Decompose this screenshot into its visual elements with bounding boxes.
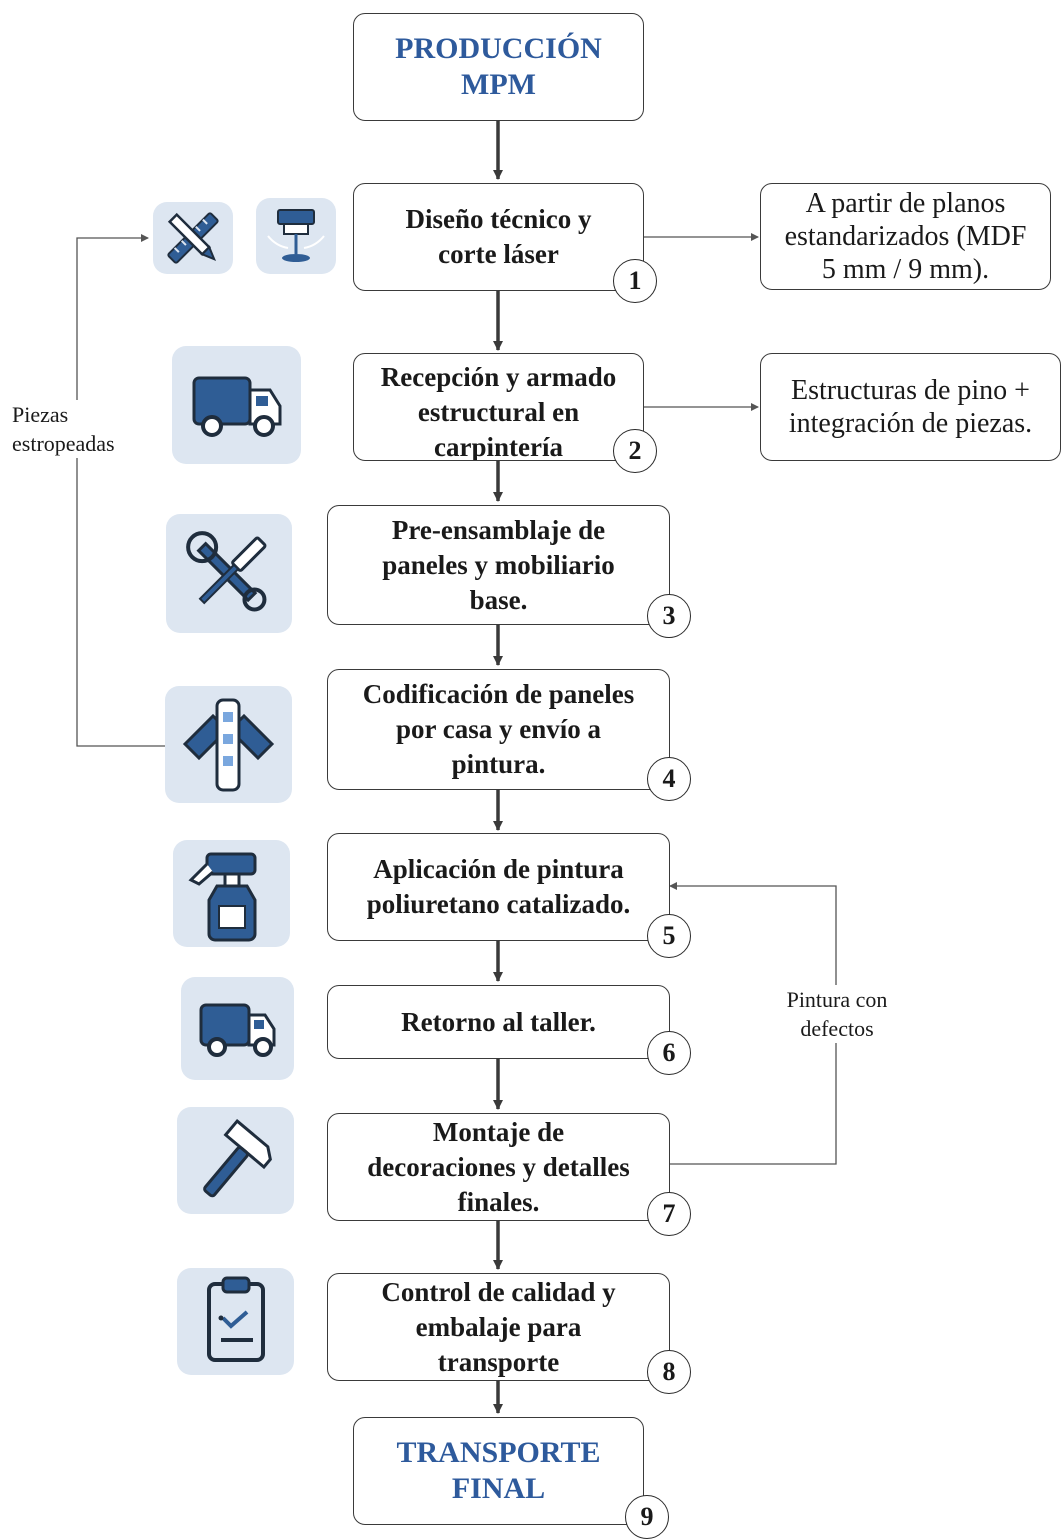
step-7-decoration-assembly: Montaje de decoraciones y detalles finales… (327, 1113, 670, 1221)
wrench-screwdriver-icon (166, 514, 292, 633)
step-6-return-workshop: Retorno al taller. (327, 985, 670, 1059)
start-line-2: MPM (461, 68, 536, 101)
loop-label-damaged-pieces: Piezas estropeadas (8, 400, 119, 458)
note-2-line-2: integración de piezas. (788, 408, 1033, 439)
step-number-badge-8: 8 (647, 1350, 691, 1394)
step-number-badge-1: 1 (613, 259, 657, 303)
loop-label-paint-defects: Pintura con defectos (770, 985, 904, 1043)
spray-bottle-icon (173, 840, 290, 947)
clipboard-check-icon (177, 1268, 294, 1375)
loop-damaged-pieces (76, 234, 165, 747)
note-pine-structures: Estructuras de pino +integración de piez… (760, 353, 1061, 461)
truck-icon (172, 346, 301, 464)
step-2-reception-assembly: Recepción y armado estructural en carpinte… (353, 353, 644, 461)
step-3-line-2: paneles y mobiliario (382, 549, 615, 580)
color-swatch-icon (165, 686, 292, 803)
step-7-line-2: decoraciones y detalles (367, 1151, 630, 1182)
note-arrows (644, 233, 759, 411)
loop-right-line-2: defectos (800, 1016, 874, 1041)
step-6-line-1: Retorno al taller. (401, 1006, 596, 1037)
step-7-line-3: finales. (457, 1186, 540, 1217)
step-4-line-1: Codificación de paneles (362, 679, 635, 709)
step-4-coding-panels: Codificación de paneles por casa y envío … (327, 669, 670, 790)
laser-cutter-icon (256, 198, 336, 274)
step-4-line-3: pintura. (451, 749, 546, 779)
pencil-ruler-icon (153, 202, 233, 274)
step-8-line-1: Control de calidad y (381, 1276, 616, 1307)
step-number-badge-6: 6 (647, 1031, 691, 1075)
end-line-2: FINAL (451, 1472, 546, 1505)
step-5-line-2: poliuretano catalizado. (366, 889, 631, 919)
step-4-line-2: por casa y envío a (395, 714, 601, 744)
step-3-line-1: Pre-ensamblaje de (391, 514, 606, 545)
step-number-badge-3: 3 (647, 594, 691, 638)
note-2-line-1: Estructuras de pino + (791, 375, 1030, 406)
hammer-icon (177, 1107, 294, 1214)
step-1-line-1: Diseño técnico y (405, 204, 592, 234)
step-number-badge-7: 7 (647, 1192, 691, 1236)
step-2-line-2: estructural en (417, 397, 580, 427)
step-3-line-3: base. (469, 584, 528, 615)
loop-right-line-1: Pintura con (786, 987, 888, 1012)
step-8-line-2: embalaje para (415, 1311, 582, 1342)
step-1-design-laser-cut: Diseño técnico y corte láser (353, 183, 644, 291)
end-line-1: TRANSPORTE (396, 1436, 601, 1469)
step-2-line-1: Recepción y armado (380, 362, 617, 392)
note-1-line-2: estandarizados (MDF (784, 221, 1027, 252)
note-1-line-3: 5 mm / 9 mm). (821, 254, 990, 285)
start-line-1: PRODUCCIÓN (395, 32, 602, 65)
step-8-quality-control: Control de calidad y embalaje para transpo… (327, 1273, 670, 1381)
step-5-paint-application: Aplicación de pintura poliuretano cataliz… (327, 833, 670, 941)
loop-left-line-2: estropeadas (12, 431, 115, 456)
truck-icon (181, 977, 294, 1080)
note-1-line-1: A partir de planos (805, 188, 1006, 219)
step-number-badge-5: 5 (647, 914, 691, 958)
step-2-line-3: carpintería (434, 432, 563, 461)
step-number-badge-2: 2 (613, 429, 657, 473)
step-7-line-1: Montaje de (432, 1116, 565, 1147)
loop-left-line-1: Piezas (12, 402, 69, 427)
step-number-badge-4: 4 (647, 757, 691, 801)
step-number-badge-9: 9 (625, 1495, 669, 1539)
step-8-line-3: transporte (437, 1346, 560, 1377)
step-5-line-1: Aplicación de pintura (373, 854, 624, 884)
step-3-pre-assembly: Pre-ensamblaje de paneles y mobiliario bas… (327, 505, 670, 625)
step-1-line-2: corte láser (438, 239, 559, 269)
